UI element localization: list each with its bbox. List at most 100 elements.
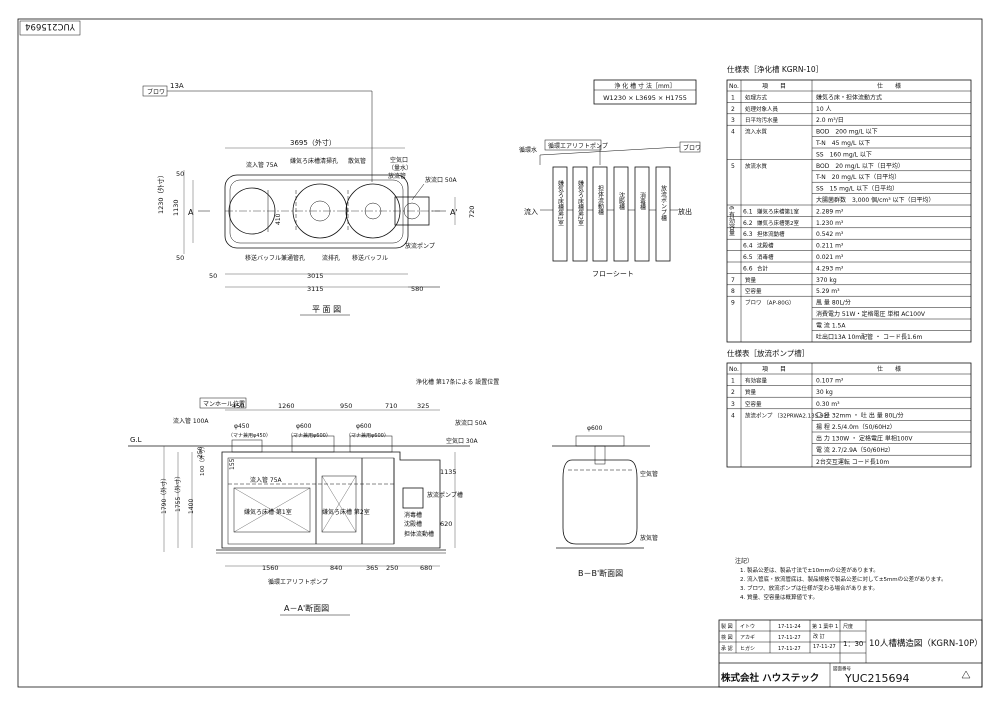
spec1-row-14-no: 6.5 [743,254,753,261]
bb-air: 空気管 [640,470,658,478]
outlet-pipe-label: 放流口 50A [425,176,458,184]
aa-dim-1135: 1135 [440,468,457,476]
dim-410: 410 [275,213,282,225]
aa-d450-note: （マナ兼用φ450） [228,432,271,439]
spec1-row-9-spec: 大腸菌群数 3,000 個/cm³ 以下（日平均） [816,196,935,204]
aa-title: A－A'断面図 [284,603,329,613]
sheet-border [17,18,983,688]
spec1-row-14-spec: 0.021 m³ [816,254,844,261]
spec1-row-11-no: 6.2 [743,220,753,227]
spec1-row-17-no: 8 [731,288,735,295]
spec1-head-no: No. [729,83,739,90]
spec1-row-17-spec: 5.29 m³ [816,288,840,295]
aa-h-1400: 1400 [188,499,195,514]
spec1-row-16-no: 7 [731,277,735,284]
tb-company: 株式会社 ハウステック [721,672,819,684]
aa-note-label: 浄化槽 第17条による 設置位置 [416,378,499,386]
spec1-title: 仕様表［浄化槽 KGRN-10］ [727,64,823,74]
flow-circ-pump: 循環エアリフトポンプ [548,142,608,150]
tb-row2-role: 検 図 [721,634,733,641]
spec2-row-7-spec: 2台交互運転 コード長10m [816,458,889,466]
tb-row2-name: アカギ [740,635,755,641]
dim-580: 580 [411,285,423,293]
aa-tank-outline [221,451,441,549]
spec1-row-19-spec: 消費電力 51W・定格電圧 単相 AC100V [816,310,926,318]
spec1-row-2-no: 3 [731,117,735,124]
spec2-row-5-spec: 出 力 130W ・ 定格電圧 単相100V [816,435,913,443]
spec1-row-15-no: 6.6 [743,265,753,272]
drawing-number-stamp: YUC215694 [25,21,76,31]
tb-date-box: 17-11-27 [813,644,836,650]
spec1-row-16-item: 質量 [745,276,757,284]
spec1-row-6-item: 放流水質 [745,162,768,170]
aa-dim-bottom-4: 680 [420,564,432,572]
spec1-row-16-spec: 370 kg [816,277,837,284]
aa-manhole-label: マンホール位置 [203,400,245,408]
svg-text:A: A [188,208,194,217]
spec1-row-10-spec: 2.289 m³ [816,208,844,215]
bb-drain: 放気管 [640,534,658,542]
moving-baffle-label: 移送バッフル兼通管孔 [245,254,305,262]
aa-carrier: 担体流動槽 [404,530,434,538]
tb-drawing-title: 10人槽構造図（KGRN-10P） [869,638,983,649]
spec1-row-3-no: 4 [731,129,735,136]
spec2-row-4-spec: 揚 程 2.5/4.0m（50/60Hz） [816,423,896,431]
spec1-row-3-spec: BOD 200 mg/L 以下 [816,129,878,136]
aa-pump [402,487,424,509]
note-1: 1. 製品公差は、製品寸法で±10mmの公差があります。 [740,566,879,574]
manhole-circle-1 [228,187,276,235]
drain-hole-label: 流排孔 [322,254,340,262]
moving-baffle2-label: 移送バッフル [352,254,388,262]
spec1-row-6-spec: BOD 20 mg/L 以下（日平均） [816,162,904,170]
dim-3015: 3015 [307,272,324,280]
spec1-row-6-no: 5 [731,163,735,170]
spec1-row-18-item: ブロワ （AP-80G） [745,299,794,307]
spec1-head-spec: 仕 様 [877,82,901,90]
tb-revision: 改 訂 [813,633,825,640]
flow-title: フローシート [592,270,634,278]
note-2: 2. 流入管底・放流管底は、製品規格で製品公差に対して±5mmの公差があります。 [740,575,947,583]
flow-unit-6-label: 放流ポンプ槽 [660,184,667,222]
aa-outlet-label: 放流口 50A [455,419,488,427]
aa-d450: φ450 [234,423,250,430]
spec1-row-5-spec: SS 160 mg/L 以下 [816,151,872,158]
spec2-head-item: 項 目 [762,366,786,373]
spec2-head-no: No. [729,366,739,373]
bb-d600: φ600 [587,425,603,432]
blower-label: ブロワ [147,88,165,96]
spec1-row-20-spec: 電 流 1.5A [816,321,846,329]
spec2-row-1-no: 2 [731,389,735,396]
svg-text:A': A' [450,208,458,217]
aa-chamber1: 嫌気ろ床槽 第1室 [244,508,292,516]
manhole-circle-2 [292,183,348,239]
aa-gl-label: G.L [130,436,142,444]
flow-unit-3-label: 担体流動槽 [597,184,604,216]
air-valve-label: 空気口 [390,156,408,164]
aa-dim-top-1: 1260 [278,402,295,410]
flow-unit-2 [572,166,588,262]
title-block: 製 図 イトウ 17-11-24 検 図 アカギ 17-11-27 承 認 ヒガ… [718,619,983,688]
flow-sheet: 循環水 循環エアリフトポンプ ブロワ 流入 放出 嫌気ろ床槽第1室 嫌気ろ床槽第… [519,139,701,278]
spec1-row-0-no: 1 [731,94,735,101]
spec2-title: 仕様表［放流ポンプ槽］ [727,348,809,358]
aa-dim-top-3: 710 [385,402,397,410]
spec1-row-12-item: 担体流動槽 [757,230,785,238]
tb-row3-date: 17-11-27 [778,646,801,652]
aa-dim-bottom-0: 1560 [262,564,279,572]
aa-d600-2: φ600 [356,423,372,430]
aa-h-inner: 1755（外寸） [174,473,182,512]
aa-dim-top-4: 325 [417,402,429,410]
aerator-label: 散気管 [348,157,366,165]
aa-h-outer: 1790（外寸） [160,475,168,514]
flow-unit-5-label: 消毒槽 [639,191,646,211]
spec2-row-6-spec: 電 流 2.7/2.9A（50/60Hz） [816,446,894,454]
spec1-row-1-no: 2 [731,106,735,113]
flow-blower: ブロワ [683,144,701,152]
spec1-head-item: 項 目 [762,83,786,90]
spec1-frame [726,79,972,343]
aa-dim-top-0: 450 [232,402,244,410]
notes-head: 注記） [735,557,753,565]
aa-air-valve: 空気口 30A [446,437,479,445]
